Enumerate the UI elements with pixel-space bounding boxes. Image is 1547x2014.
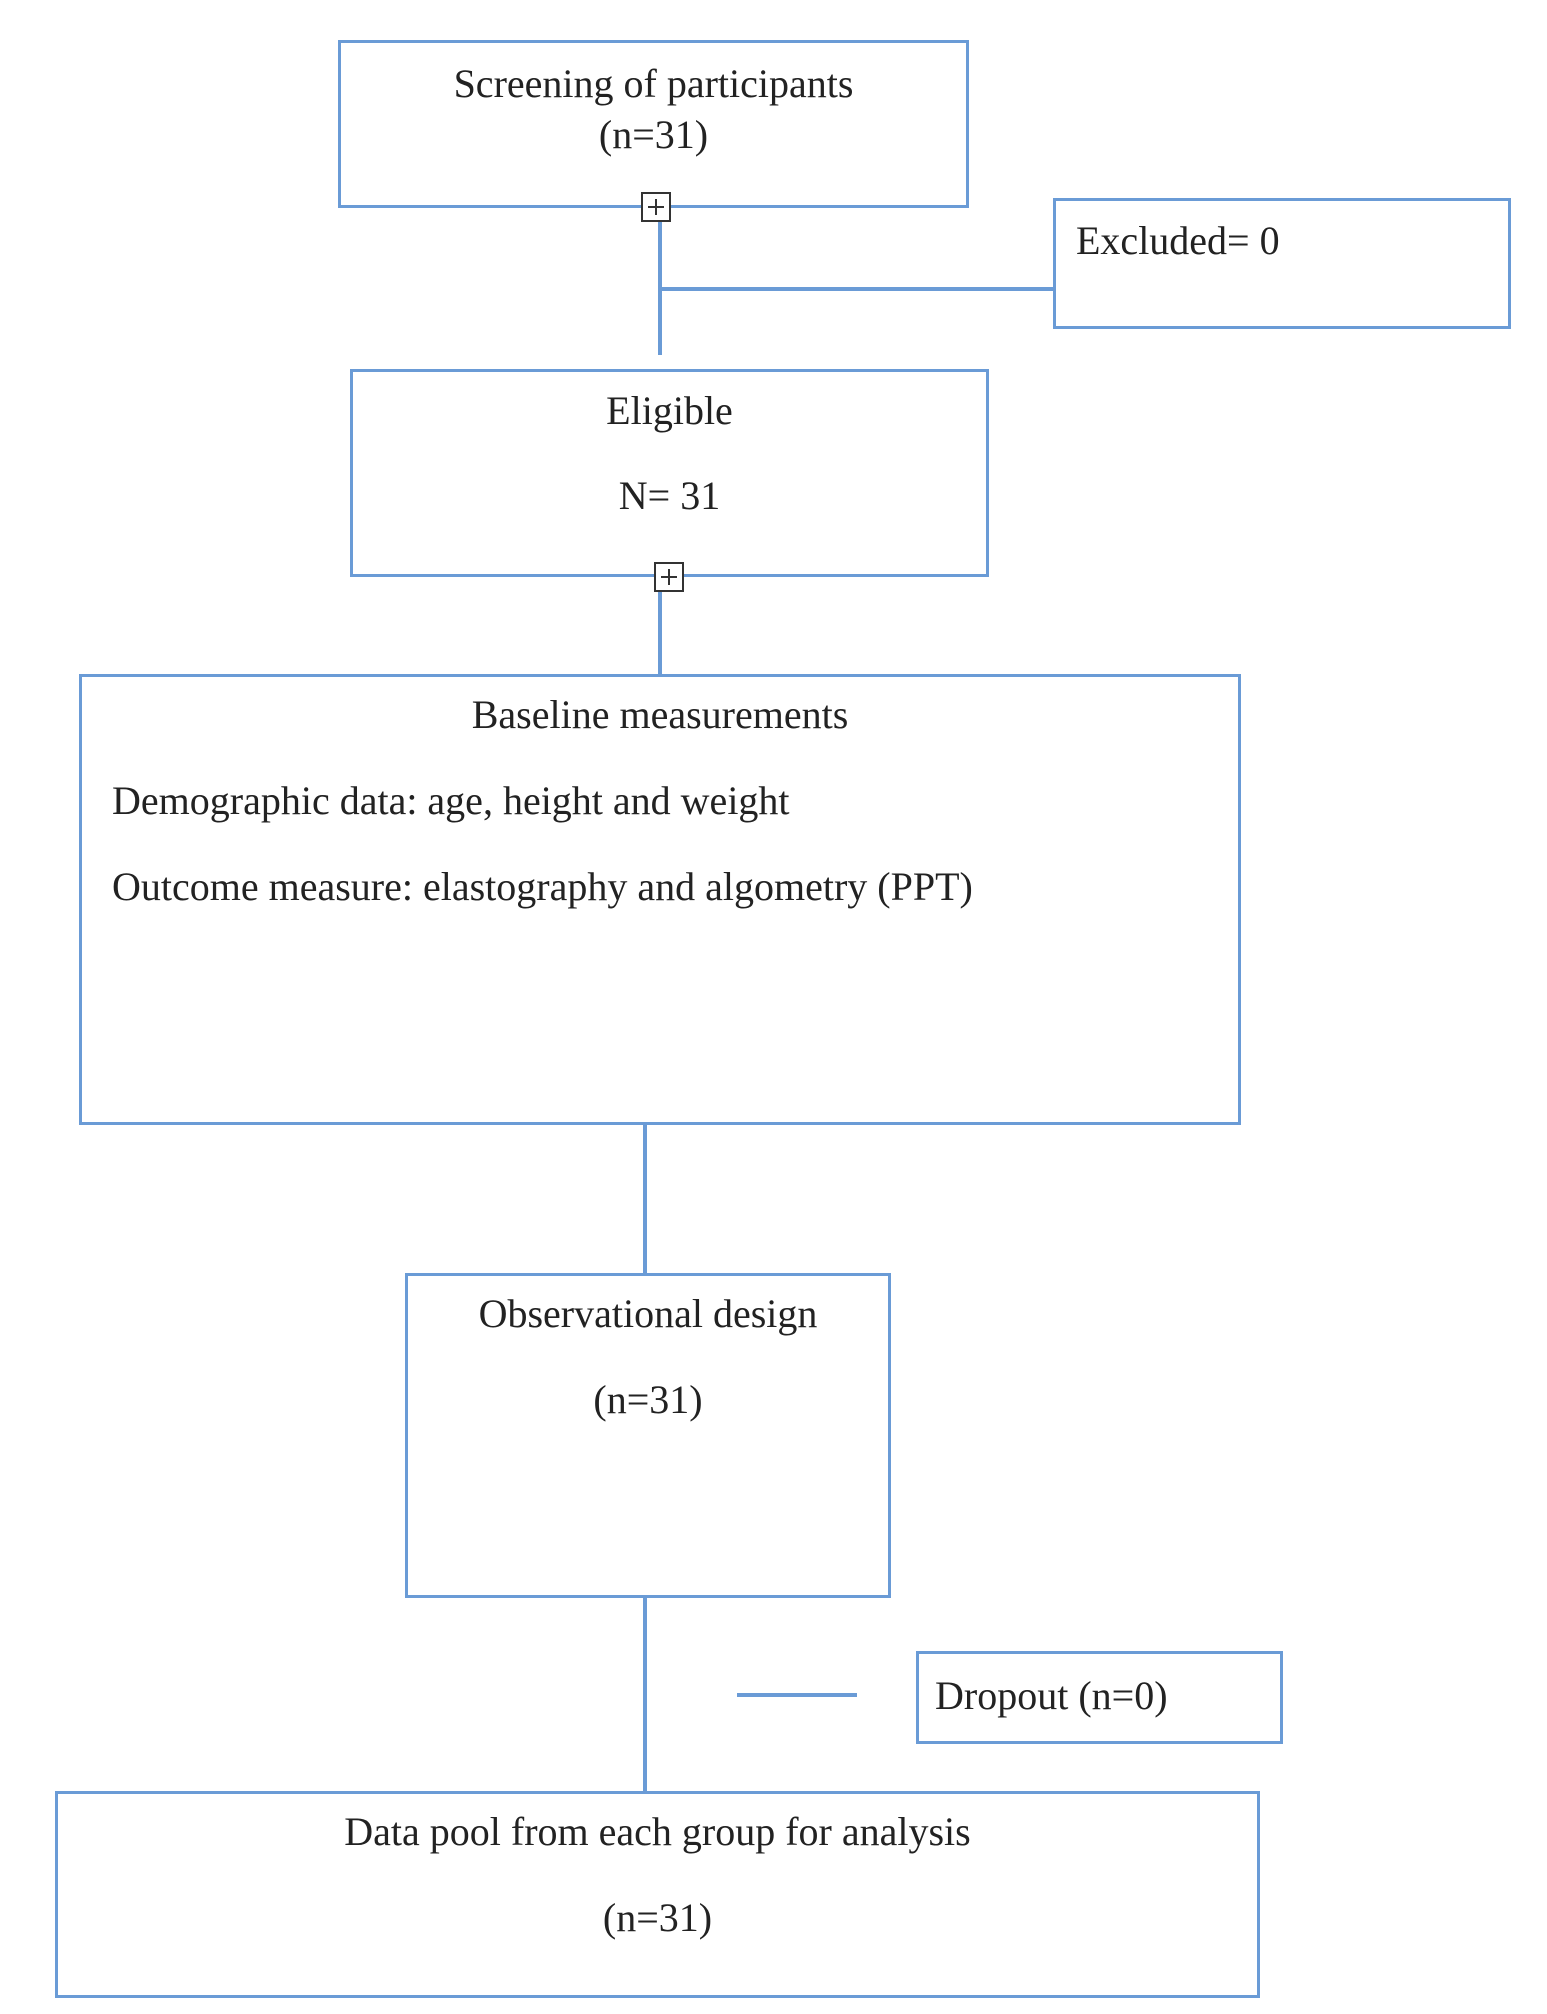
- dropout-box: Dropout (n=0): [916, 1651, 1283, 1744]
- connector-dropout: [737, 1693, 857, 1697]
- screening-title: Screening of participants: [453, 61, 854, 106]
- observational-count: (n=31): [593, 1377, 703, 1422]
- connector-baseline-observational: [643, 1122, 647, 1274]
- observational-box: Observational design (n=31): [405, 1273, 891, 1598]
- eligible-box: Eligible N= 31: [350, 369, 989, 577]
- connector-observational-datapool: [643, 1596, 647, 1792]
- eligible-count: N= 31: [618, 473, 721, 518]
- dropout-label: Dropout (n=0): [935, 1673, 1168, 1718]
- screening-box: Screening of participants (n=31): [338, 40, 969, 208]
- baseline-title: Baseline measurements: [471, 692, 849, 737]
- connector-screening-eligible: [658, 205, 662, 355]
- excluded-label: Excluded= 0: [1076, 218, 1280, 263]
- connector-excluded: [660, 287, 1057, 291]
- datapool-title: Data pool from each group for analysis: [344, 1809, 971, 1854]
- datapool-box: Data pool from each group for analysis (…: [55, 1791, 1260, 1998]
- baseline-outcome: Outcome measure: elastography and algome…: [112, 864, 973, 909]
- datapool-count: (n=31): [602, 1895, 713, 1940]
- baseline-demographic: Demographic data: age, height and weight: [112, 778, 790, 823]
- plus-square-icon[interactable]: [654, 562, 684, 592]
- connector-eligible-baseline: [658, 590, 662, 675]
- baseline-box: Baseline measurements Demographic data: …: [79, 674, 1241, 1125]
- observational-title: Observational design: [478, 1291, 818, 1336]
- eligible-title: Eligible: [606, 388, 733, 433]
- plus-square-icon[interactable]: [641, 192, 671, 222]
- excluded-box: Excluded= 0: [1053, 198, 1511, 329]
- screening-count: (n=31): [598, 112, 709, 157]
